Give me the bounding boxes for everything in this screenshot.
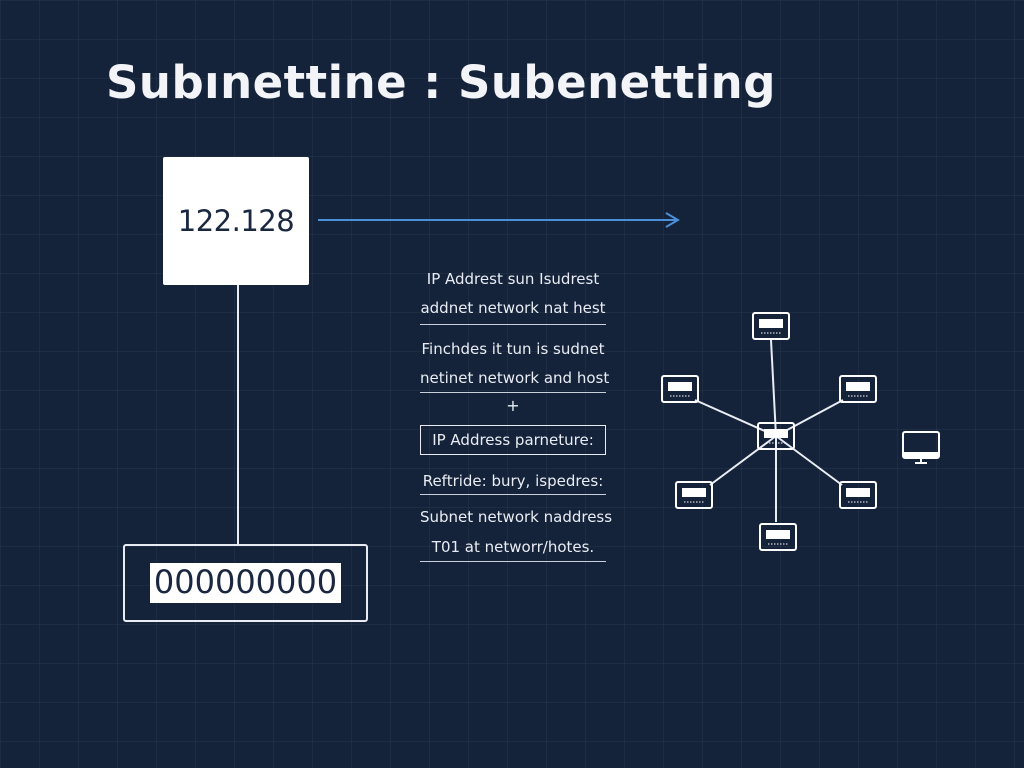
text-line-3: Finchdes it tun is sudnet bbox=[421, 340, 605, 358]
plus-icon: + bbox=[506, 396, 520, 415]
computer-icon bbox=[752, 312, 790, 340]
divider bbox=[420, 494, 606, 495]
divider bbox=[420, 561, 606, 562]
ip-address-value: 122.128 bbox=[177, 204, 295, 238]
computer-icon bbox=[759, 523, 797, 551]
computer-icon bbox=[675, 481, 713, 509]
arrow-right-icon bbox=[318, 212, 680, 228]
text-line-2: addnet network nat hest bbox=[420, 299, 606, 317]
divider bbox=[420, 392, 606, 393]
text-line-6: Subnet network naddress bbox=[420, 508, 613, 526]
computer-icon bbox=[839, 481, 877, 509]
text-line-7: T01 at networr/hotes. bbox=[431, 538, 595, 556]
text-line-4: netinet network and host bbox=[420, 369, 610, 387]
ip-address-box: 122.128 bbox=[163, 157, 309, 285]
text-line-5: Reftride: bury, ispedres: bbox=[422, 472, 604, 490]
computer-icon bbox=[839, 375, 877, 403]
binary-mask-box: 000000000 bbox=[123, 544, 368, 622]
monitor-icon bbox=[902, 431, 940, 464]
diagram-title: Subınettine : Subenetting bbox=[106, 56, 776, 109]
ip-address-parameter-label: IP Address parneture: bbox=[420, 425, 606, 455]
binary-mask-value: 000000000 bbox=[149, 563, 342, 603]
divider bbox=[420, 324, 606, 325]
text-line-1: IP Addrest sun Isudrest bbox=[426, 270, 600, 288]
computer-icon bbox=[661, 375, 699, 403]
